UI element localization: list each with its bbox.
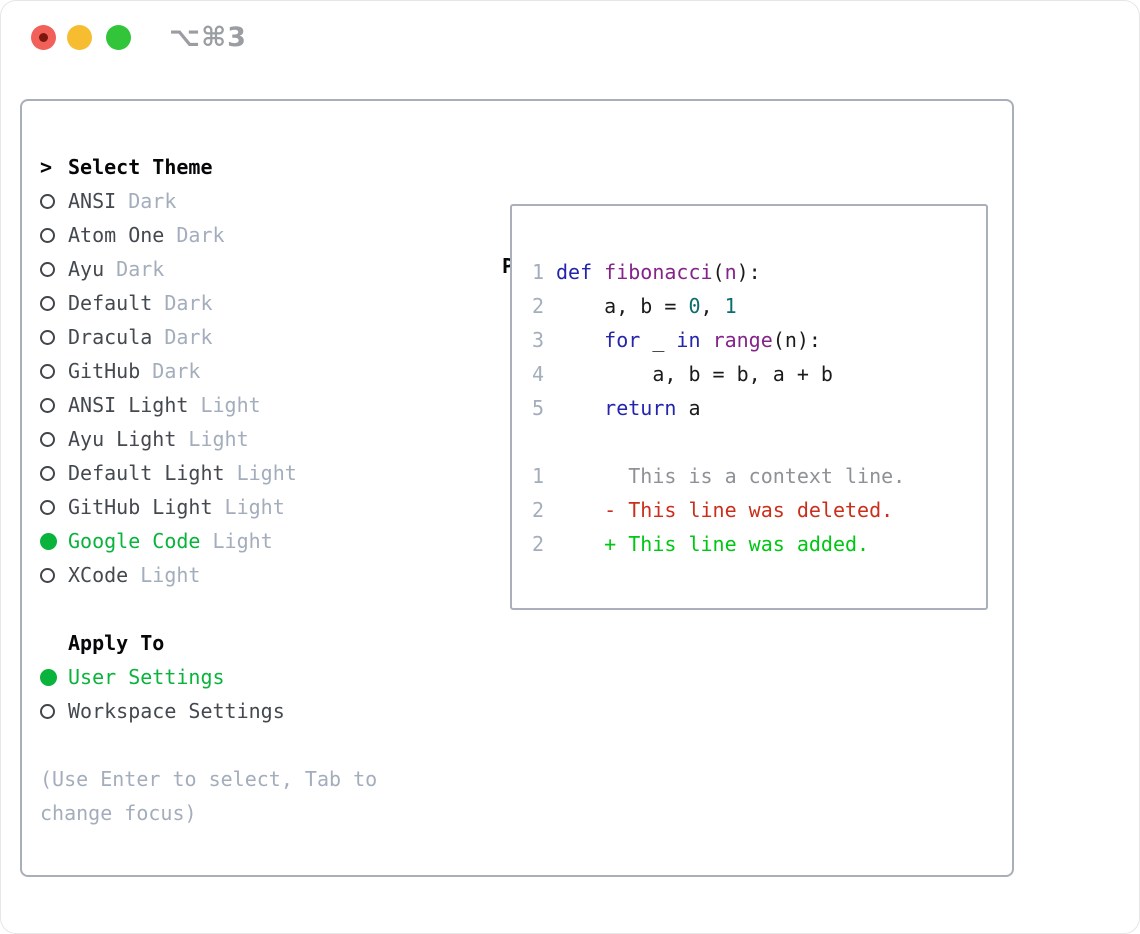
theme-item-ayu[interactable]: Ayu Dark <box>40 252 1012 286</box>
help-line-1: (Use Enter to select, Tab to <box>40 767 378 791</box>
theme-variant-tag: Light <box>176 427 249 451</box>
theme-item-xcode[interactable]: XCode Light <box>40 558 1012 592</box>
radio-icon <box>40 499 55 515</box>
apply-option-workspace-settings[interactable]: Workspace Settings <box>40 694 1012 728</box>
theme-item-ansi-label: ANSI <box>68 189 117 213</box>
radio-icon <box>40 431 55 447</box>
radio-icon <box>40 193 55 209</box>
theme-item-ayu-light-label: Ayu Light <box>68 427 177 451</box>
theme-item-github-light-label: GitHub Light <box>68 495 213 519</box>
radio-icon <box>40 261 55 277</box>
close-button[interactable] <box>31 25 56 50</box>
apply-to-header: Apply To <box>68 631 165 655</box>
theme-item-ayu-light[interactable]: Ayu Light Light <box>40 422 1012 456</box>
line-number: 2 <box>532 532 545 556</box>
theme-item-dracula-label: Dracula <box>68 325 153 349</box>
theme-item-github[interactable]: GitHub Dark <box>40 354 1012 388</box>
diff-line: 2 - This line was deleted. <box>532 493 986 527</box>
line-number: 1 <box>532 464 545 488</box>
theme-variant-tag: Dark <box>104 257 165 281</box>
line-number: 3 <box>532 328 545 352</box>
theme-item-default-light-label: Default Light <box>68 461 225 485</box>
radio-icon <box>40 397 55 413</box>
theme-item-dracula[interactable]: Dracula Dark <box>40 320 1012 354</box>
help-text: (Use Enter to select, Tab to change focu… <box>22 762 1012 830</box>
line-number: 1 <box>532 260 545 284</box>
theme-item-ansi-light[interactable]: ANSI Light Light <box>40 388 1012 422</box>
line-number: 5 <box>532 396 545 420</box>
minimize-button[interactable] <box>67 25 92 50</box>
diff-line: 2 + This line was added. <box>532 527 986 561</box>
theme-item-atom-one[interactable]: Atom One Dark <box>40 218 1012 252</box>
apply-option-workspace-settings-label: Workspace Settings <box>68 699 285 723</box>
theme-item-github-label: GitHub <box>68 359 141 383</box>
radio-icon <box>40 567 55 583</box>
zoom-button[interactable] <box>106 25 131 50</box>
theme-variant-tag: Dark <box>116 189 177 213</box>
selection-caret-icon: > <box>40 155 53 179</box>
help-line-2: change focus) <box>40 801 197 825</box>
theme-variant-tag: Light <box>200 529 273 553</box>
theme-variant-tag: Light <box>188 393 261 417</box>
theme-variant-tag: Light <box>212 495 285 519</box>
theme-item-atom-one-label: Atom One <box>68 223 165 247</box>
theme-item-default-light[interactable]: Default Light Light <box>40 456 1012 490</box>
apply-to-header-row: Apply To <box>40 626 1012 660</box>
select-theme-header: Select Theme <box>68 155 213 179</box>
code-line: 5 return a <box>532 391 986 425</box>
theme-variant-tag: Light <box>224 461 297 485</box>
selected-radio-icon <box>40 668 57 686</box>
radio-icon <box>40 227 55 243</box>
theme-item-ansi-light-label: ANSI Light <box>68 393 189 417</box>
line-number: 2 <box>532 294 545 318</box>
line-number: 4 <box>532 362 545 386</box>
theme-item-google-code-label: Google Code <box>68 529 201 553</box>
radio-icon <box>40 465 55 481</box>
theme-item-google-code[interactable]: Google Code Light <box>40 524 1012 558</box>
code-line: 3 for _ in range(n): <box>532 323 986 357</box>
radio-icon <box>40 295 55 311</box>
theme-item-ayu-label: Ayu <box>68 257 105 281</box>
titlebar: ⌥⌘3 <box>0 0 1140 76</box>
radio-icon <box>40 329 55 345</box>
spacer <box>40 728 1012 762</box>
theme-variant-tag: Dark <box>152 291 213 315</box>
radio-icon <box>40 703 55 719</box>
theme-item-default-label: Default <box>68 291 153 315</box>
theme-item-xcode-label: XCode <box>68 563 129 587</box>
diff-line: 1 This is a context line. <box>532 459 986 493</box>
theme-variant-tag: Dark <box>152 325 213 349</box>
code-line: 2 a, b = 0, 1 <box>532 289 986 323</box>
theme-item-default[interactable]: Default Dark <box>40 286 1012 320</box>
diff-sample: 1 This is a context line.2 - This line w… <box>532 459 986 561</box>
spacer <box>532 425 986 459</box>
select-theme-header-row: > Select Theme <box>40 150 1012 184</box>
window-shortcut-label: ⌥⌘3 <box>169 22 247 53</box>
radio-icon <box>40 363 55 379</box>
theme-variant-tag: Dark <box>164 223 225 247</box>
theme-item-github-light[interactable]: GitHub Light Light <box>40 490 1012 524</box>
theme-variant-tag: Dark <box>140 359 201 383</box>
theme-variant-tag: Light <box>128 563 201 587</box>
code-line: 4 a, b = b, a + b <box>532 357 986 391</box>
theme-item-ansi[interactable]: ANSI Dark <box>40 184 1012 218</box>
selected-radio-icon <box>40 532 57 550</box>
line-number: 2 <box>532 498 545 522</box>
apply-option-user-settings[interactable]: User Settings <box>40 660 1012 694</box>
apply-option-user-settings-label: User Settings <box>68 665 225 689</box>
